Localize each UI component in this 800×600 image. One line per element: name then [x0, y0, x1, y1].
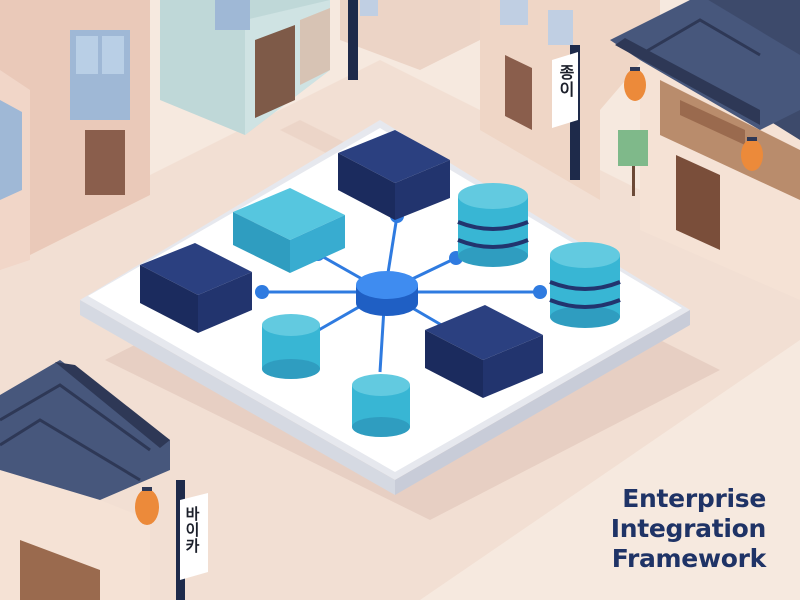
title-line-1: Enterprise	[622, 484, 766, 513]
signboard-top-text: 종이	[556, 64, 575, 98]
database-cylinder-left	[262, 314, 320, 379]
building-top-right	[480, 0, 660, 200]
central-hub	[356, 271, 418, 316]
database-stack-right	[549, 242, 621, 328]
signboard-top	[552, 52, 578, 128]
title-line-3: Framework	[611, 544, 767, 573]
teal-block	[233, 188, 345, 273]
title-line-2: Integration	[610, 514, 767, 543]
lantern-icon	[135, 489, 159, 525]
database-cylinder-bottom	[352, 374, 410, 437]
signboard-bottom	[180, 493, 208, 580]
navy-block-top	[338, 130, 450, 220]
navy-block-right	[425, 305, 543, 398]
signboard-bottom-text: 바이카	[183, 506, 201, 554]
database-stack-upper	[457, 183, 529, 267]
lantern-icon	[624, 69, 646, 101]
lantern-icon	[741, 139, 763, 171]
building-top-left	[0, 0, 150, 270]
hanok-right	[610, 0, 800, 300]
navy-block-left	[140, 243, 252, 333]
hanok-bottom-left	[0, 360, 208, 600]
building-top-middle	[160, 0, 330, 135]
illustration-title: Enterprise Integration Framework	[610, 484, 767, 574]
